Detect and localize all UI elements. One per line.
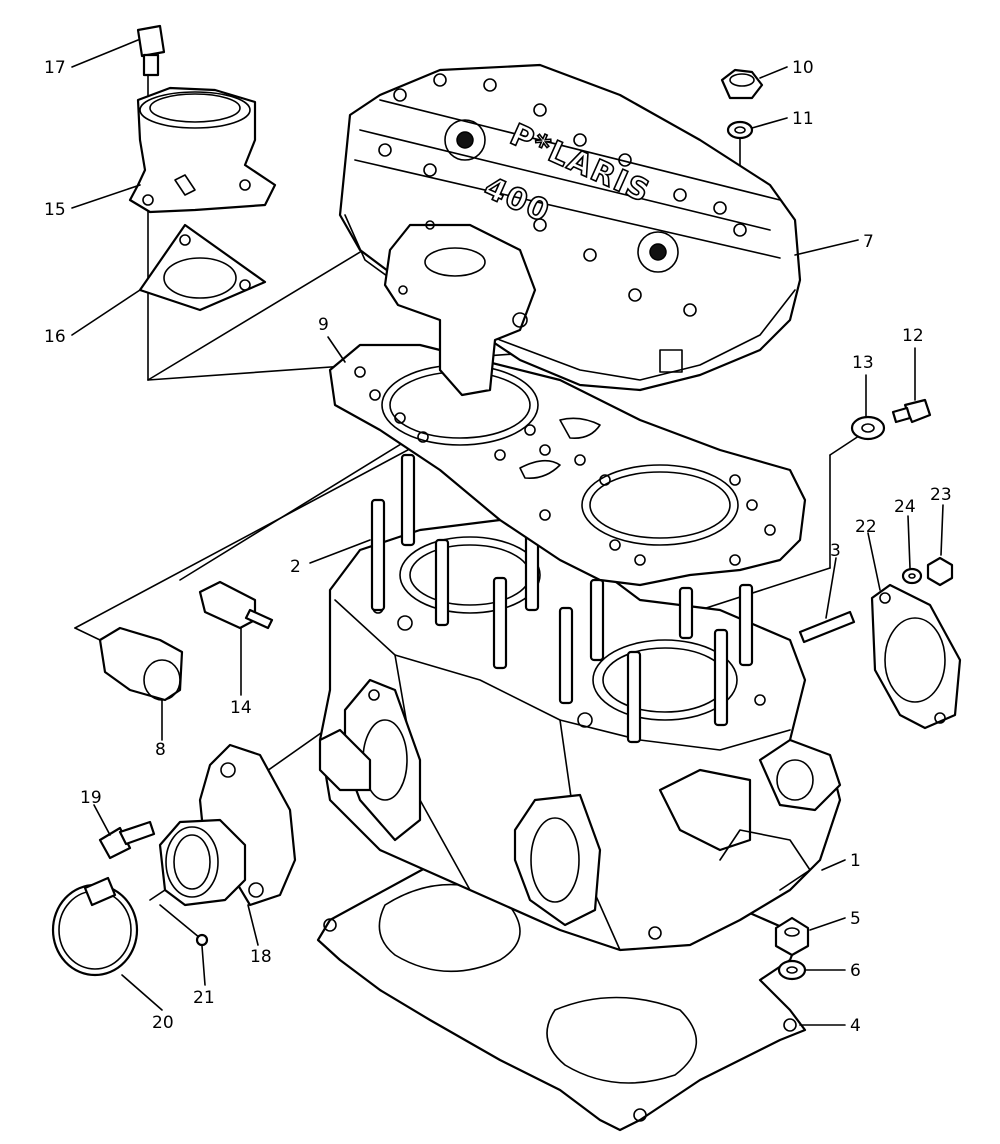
callout-2: 2 <box>290 557 301 577</box>
callout-18: 18 <box>250 947 272 967</box>
thermostat-gasket <box>138 223 267 312</box>
callout-23: 23 <box>930 485 952 505</box>
base-washer <box>777 959 807 981</box>
callout-8: 8 <box>155 740 166 760</box>
callout-10: 10 <box>792 58 814 78</box>
housing-bolt <box>136 24 166 77</box>
callout-3: 3 <box>830 541 841 561</box>
callout-17: 17 <box>44 58 66 78</box>
callout-19: 19 <box>80 788 102 808</box>
callout-14: 14 <box>230 698 252 718</box>
head-gasket <box>328 343 807 587</box>
callout-9: 9 <box>318 315 329 335</box>
callout-11: 11 <box>792 109 814 129</box>
exhaust-gasket <box>870 583 962 730</box>
callout-6: 6 <box>850 961 861 981</box>
flange-screw <box>98 820 156 860</box>
sensor-washer <box>850 415 886 441</box>
callout-21: 21 <box>193 988 215 1008</box>
callout-16: 16 <box>44 327 66 347</box>
sensor-bolt <box>891 398 932 424</box>
intake-boot <box>158 818 247 907</box>
sleeve-plug <box>98 626 184 702</box>
cylinder-block <box>318 518 842 952</box>
callout-22: 22 <box>855 517 877 537</box>
callout-7: 7 <box>863 232 874 252</box>
callout-labels: 17 15 16 10 11 7 9 13 12 24 23 22 3 2 14… <box>44 58 952 1036</box>
callout-1: 1 <box>850 851 861 871</box>
exhaust-washer <box>901 567 923 585</box>
callout-15: 15 <box>44 200 66 220</box>
base-nut <box>774 916 810 957</box>
callout-4: 4 <box>850 1016 861 1036</box>
temperature-sensor <box>198 580 274 630</box>
callout-24: 24 <box>894 497 916 517</box>
thermostat-housing <box>128 86 277 214</box>
callout-13: 13 <box>852 353 874 373</box>
cover-washer <box>726 120 754 140</box>
water-outlet-fitting <box>383 220 537 397</box>
callout-20: 20 <box>152 1013 174 1033</box>
exhaust-nut <box>926 556 954 587</box>
callout-leaders <box>71 39 944 1026</box>
cylinder-studs <box>370 453 856 744</box>
callout-12: 12 <box>902 326 924 346</box>
callout-5: 5 <box>850 909 861 929</box>
clamp-screw <box>159 904 209 947</box>
hose-clamp <box>51 876 139 977</box>
cover-nut <box>720 68 764 100</box>
